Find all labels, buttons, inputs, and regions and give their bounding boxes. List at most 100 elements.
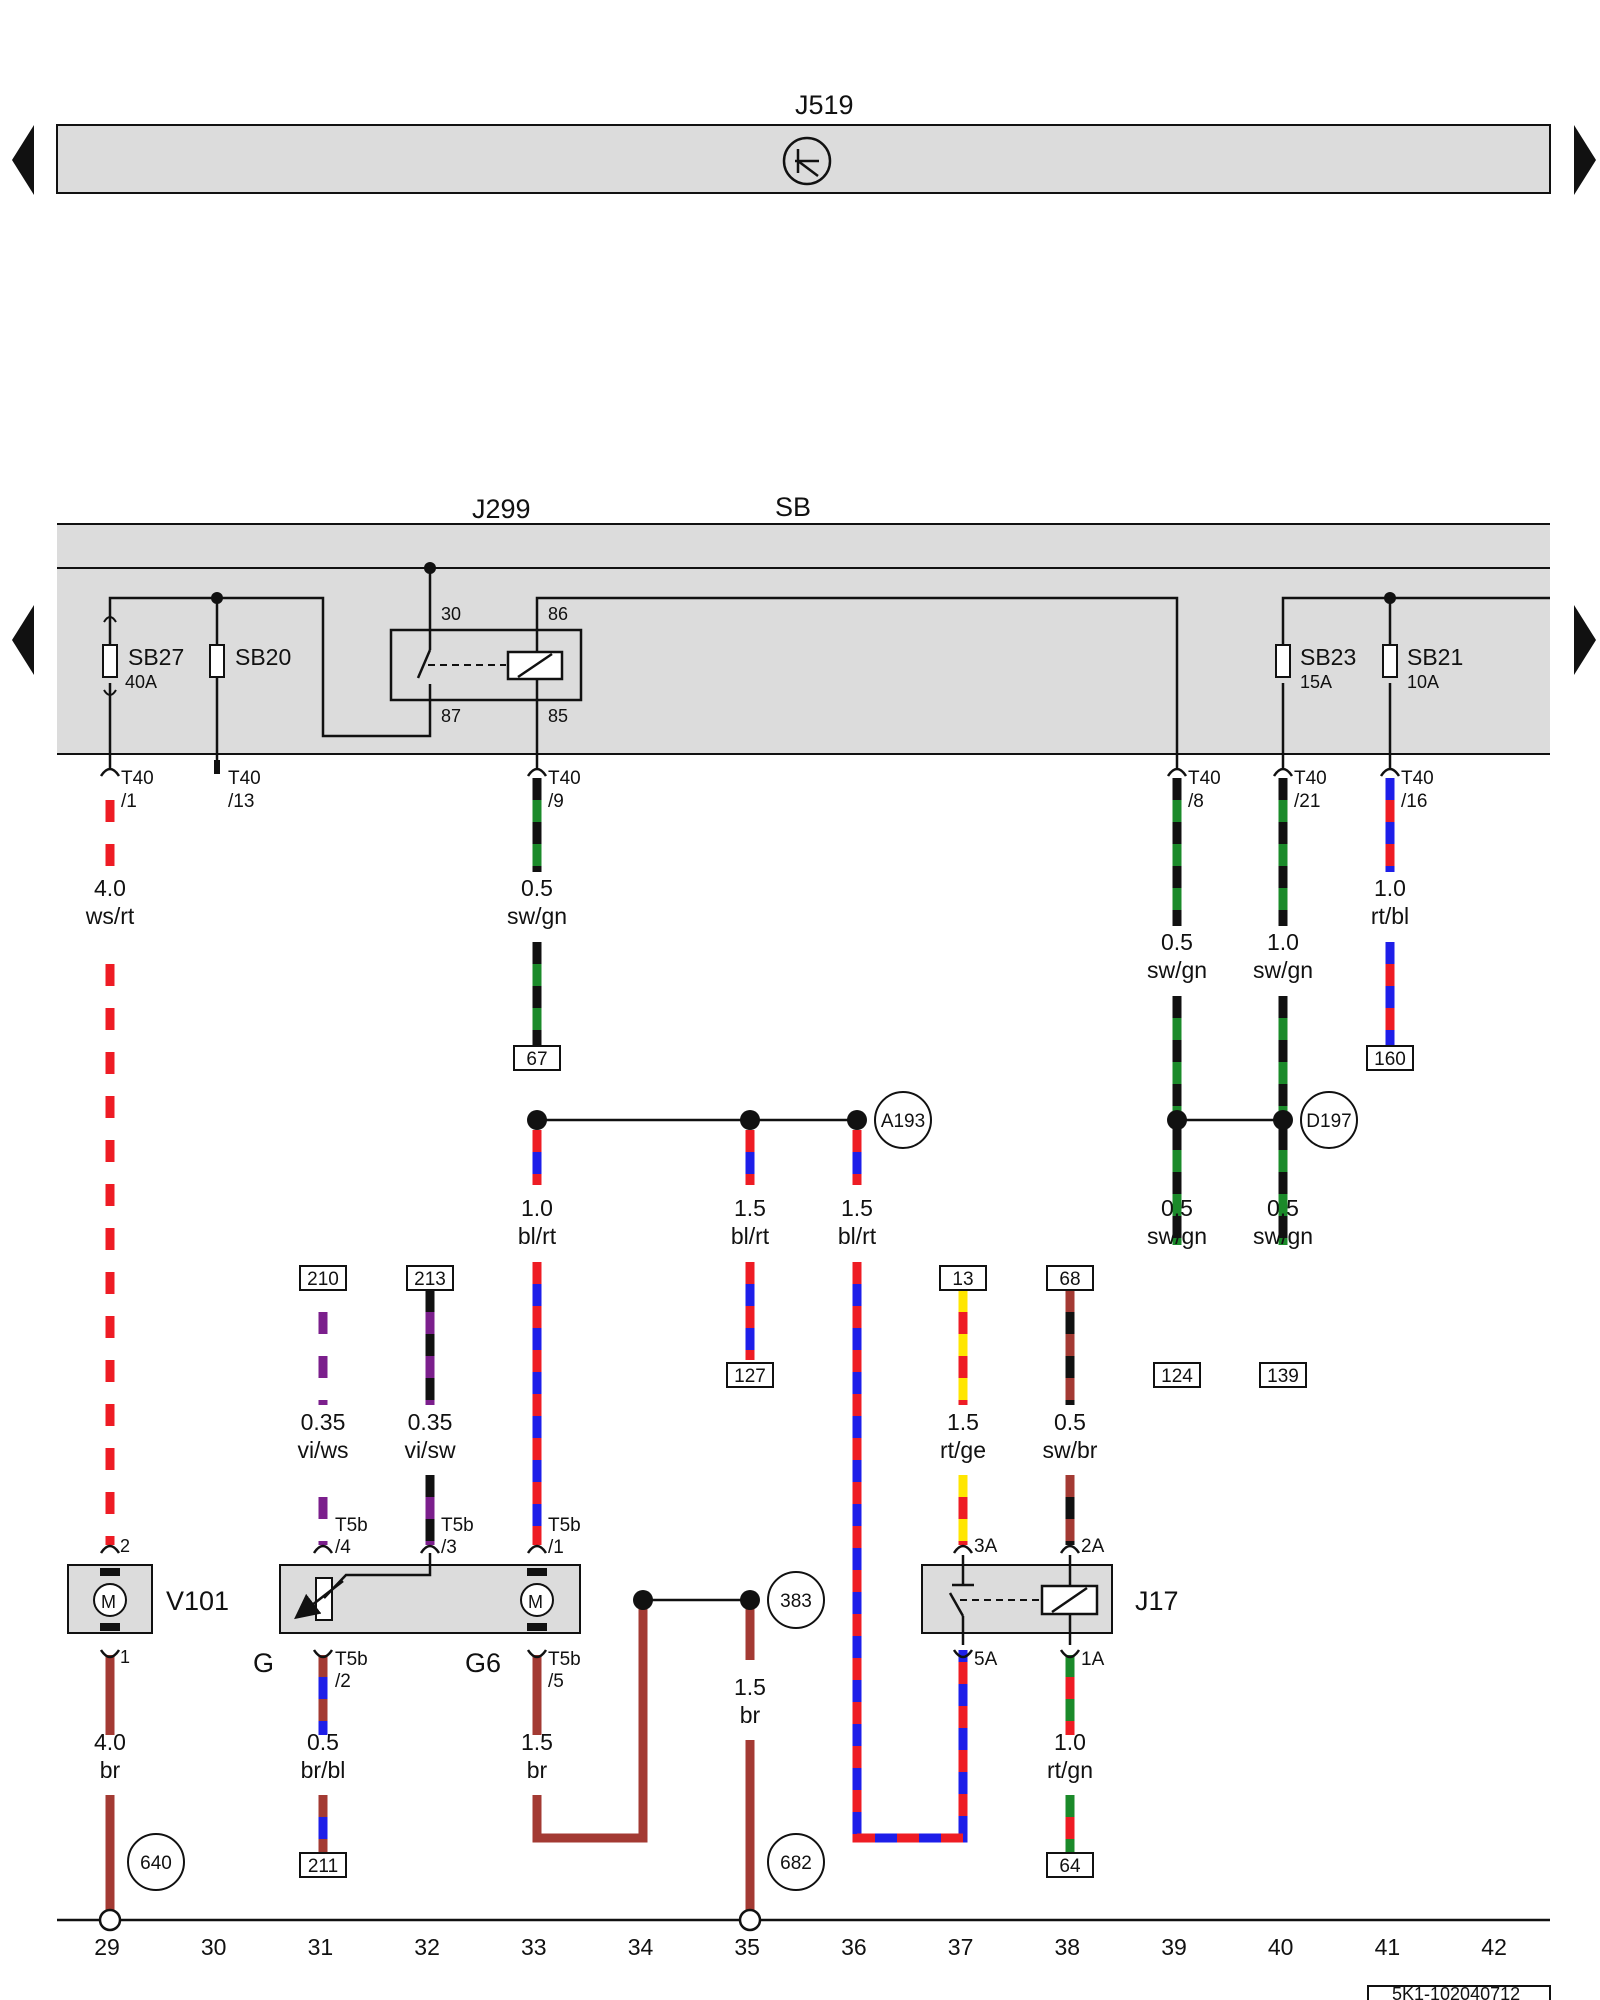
fuse-sb23-rating: 15A [1300,672,1332,692]
box-reference-label: 211 [308,1856,338,1877]
box-reference-label: 124 [1161,1366,1193,1387]
next-page-arrow-top[interactable] [1574,125,1596,195]
prev-page-arrows[interactable] [12,125,34,675]
t40-16-name: T40 [1401,768,1434,789]
t40-terminal-1 [99,767,121,777]
fuse-sb21: SB21 10A [1382,598,1463,692]
t40-terminal-21 [1272,767,1294,777]
wire-color-label: sw/gn [1253,1223,1313,1249]
j17-label: J17 [1135,1586,1179,1616]
grid-number: 37 [948,1934,974,1960]
grid-number: 29 [94,1934,120,1960]
box-reference[interactable]: 160 [1366,1045,1414,1071]
box-reference[interactable]: 13 [939,1265,987,1291]
wire-color-label: sw/gn [1147,1223,1207,1249]
circle-refs: A193 D197 383 640 682 [127,1091,1358,1891]
t5b-5-pin: /5 [548,1671,564,1692]
fuse-sb21-label: SB21 [1407,644,1463,670]
grid-number: 42 [1481,1934,1507,1960]
box-reference-label: 160 [1374,1049,1406,1070]
box-reference[interactable]: 210 [299,1265,347,1291]
circle-reference-label: D197 [1306,1111,1351,1132]
circle-reference-label: 682 [780,1853,812,1874]
t40-labels: T40 /1 T40 /13 T40 /9 T40 /8 T40 /21 T40… [121,768,1434,812]
t40-terminal-9 [526,767,548,777]
t40-1-name: T40 [121,768,154,789]
t40-terminals [99,767,1401,777]
box-reference-label: 213 [414,1269,446,1290]
j519-module: J519 [56,90,1551,194]
t5b-4-pin: /4 [335,1537,351,1558]
document-id-box: 5K1-102040712 [1367,1984,1551,2000]
t40-21-pin: /21 [1294,791,1320,812]
next-page-arrows[interactable] [1574,125,1596,675]
box-reference[interactable]: 139 [1259,1362,1307,1388]
circle-reference[interactable]: 640 [127,1833,185,1891]
wire-size-label: 1.0 [521,1195,553,1221]
wire-color-label: br [740,1702,761,1728]
fuse-sb27-label: SB27 [128,644,184,670]
box-reference[interactable]: 68 [1046,1265,1094,1291]
j519-label: J519 [795,90,854,120]
j17-pin-5a: 5A [974,1649,998,1670]
wire-color-label: sw/gn [1147,957,1207,983]
t5b-4-name: T5b [335,1515,368,1536]
splice-dot [740,1590,760,1610]
j17-pin-3a: 3A [974,1536,998,1557]
motor-icon [93,1583,127,1617]
relay-j17: J17 3A 2A 5A 1A [921,1536,1179,1670]
wire-size-label: 0.5 [1161,1195,1193,1221]
t40-8-pin: /8 [1188,791,1204,812]
ground-point-35 [738,1908,762,1932]
box-reference[interactable]: 127 [726,1362,774,1388]
relay-pin-86: 86 [548,604,568,624]
v101-pin-top: 2 [120,1536,130,1556]
grid-number: 30 [201,1934,227,1960]
j17-pin-2a: 2A [1081,1536,1105,1557]
motor-icon [520,1583,554,1617]
ground-symbol-icon [782,136,832,186]
box-reference-label: 127 [734,1366,766,1387]
fuse-sb23-label: SB23 [1300,644,1356,670]
t40-terminal-16 [1379,767,1401,777]
next-page-arrow-mid[interactable] [1574,605,1596,675]
ground-point-29 [98,1908,122,1932]
circle-reference[interactable]: 682 [767,1833,825,1891]
wire-color-label: br [100,1757,121,1783]
box-reference[interactable]: 67 [513,1045,561,1071]
grid-number: 38 [1055,1934,1081,1960]
box-reference[interactable]: 64 [1046,1852,1094,1878]
wire-size-label: 1.5 [947,1409,979,1435]
splice-dot [847,1110,867,1130]
wire-color-label: sw/gn [1253,957,1313,983]
wire-color-label: vi/ws [297,1437,348,1463]
component-terminals [99,1544,1081,1659]
relay-j299: 30 86 87 85 [389,604,583,726]
t5b-3-name: T5b [441,1515,474,1536]
g-label: G [253,1648,274,1678]
grid-number: 32 [414,1934,440,1960]
box-reference[interactable]: 213 [406,1265,454,1291]
circle-reference[interactable]: 383 [767,1571,825,1629]
grid-number: 31 [308,1934,334,1960]
v101-pin-bot: 1 [120,1647,130,1667]
circle-reference[interactable]: A193 [874,1091,932,1149]
grid-number: 36 [841,1934,867,1960]
fuse-sb27-rating: 40A [125,672,157,692]
prev-page-arrow-top[interactable] [12,125,34,195]
box-reference[interactable]: 124 [1153,1362,1201,1388]
wire-color-label: vi/sw [404,1437,456,1463]
box-reference-label: 67 [526,1049,547,1070]
fuse-sb27: SB27 40A [102,612,184,696]
wire-color-label: sw/gn [507,903,567,929]
wire-size-label: 0.5 [1161,929,1193,955]
prev-page-arrow-mid[interactable] [12,605,34,675]
circle-reference[interactable]: D197 [1300,1091,1358,1149]
splice-dot [633,1590,653,1610]
box-reference-label: 13 [952,1269,973,1290]
g6-label: G6 [465,1648,501,1678]
wire-size-label: 0.5 [1267,1195,1299,1221]
box-reference-label: 68 [1059,1269,1080,1290]
box-reference[interactable]: 211 [299,1852,347,1878]
t40-9-name: T40 [548,768,581,789]
